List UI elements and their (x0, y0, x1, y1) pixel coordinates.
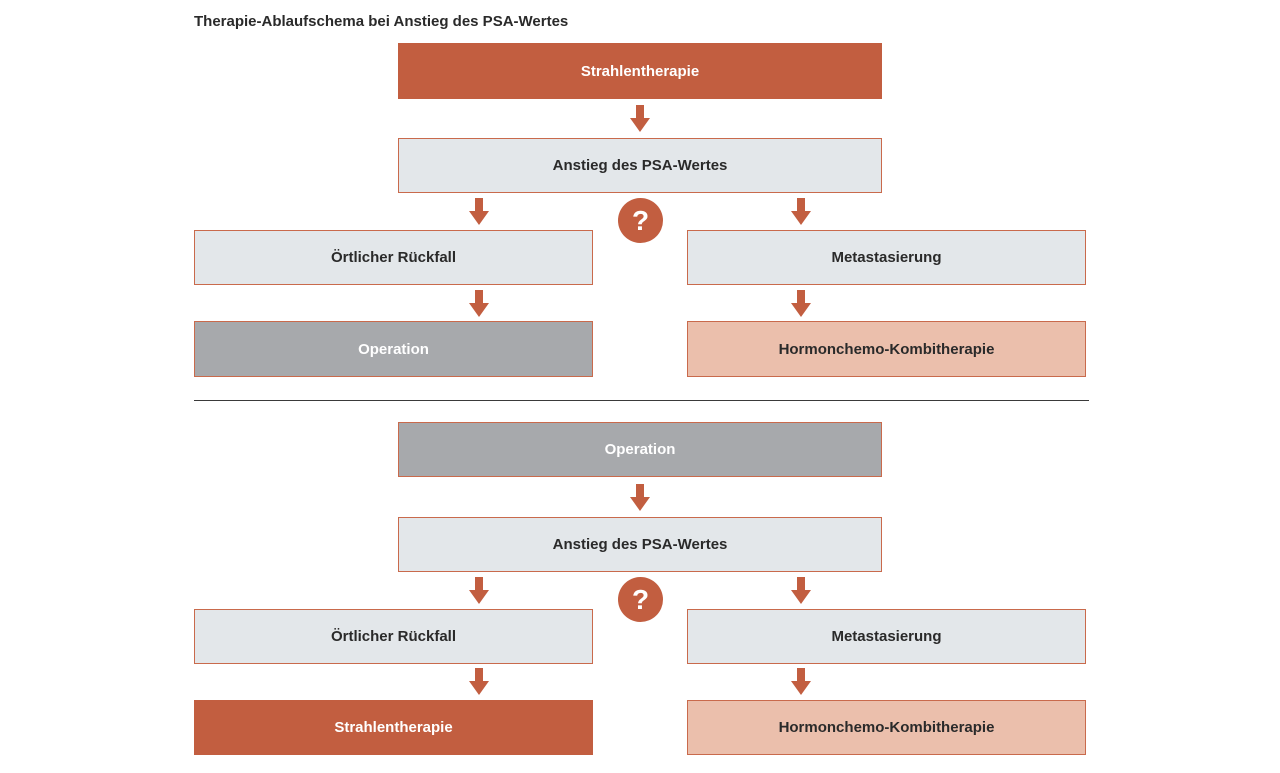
arrow-down-icon (469, 290, 489, 317)
bottom-start-box: Operation (398, 422, 882, 477)
bottom-right-therapy-box: Hormonchemo-Kombitherapie (687, 700, 1086, 755)
bottom-left-therapy-box: Strahlentherapie (194, 700, 593, 755)
bottom-event-box: Anstieg des PSA-Wertes (398, 517, 882, 572)
question-mark-icon: ? (618, 577, 663, 622)
arrow-down-icon (630, 105, 650, 132)
arrow-down-icon (469, 668, 489, 695)
arrow-down-icon (791, 577, 811, 604)
top-left-therapy-box: Operation (194, 321, 593, 377)
bottom-left-branch-box: Örtlicher Rückfall (194, 609, 593, 664)
top-start-box: Strahlentherapie (398, 43, 882, 99)
diagram-title: Therapie-Ablaufschema bei Anstieg des PS… (194, 13, 569, 30)
arrow-down-icon (630, 484, 650, 511)
section-divider (194, 400, 1089, 401)
arrow-down-icon (469, 198, 489, 225)
top-right-branch-box: Metastasierung (687, 230, 1086, 285)
top-left-branch-box: Örtlicher Rückfall (194, 230, 593, 285)
top-right-therapy-box: Hormonchemo-Kombitherapie (687, 321, 1086, 377)
arrow-down-icon (791, 290, 811, 317)
arrow-down-icon (791, 668, 811, 695)
top-event-box: Anstieg des PSA-Wertes (398, 138, 882, 193)
bottom-right-branch-box: Metastasierung (687, 609, 1086, 664)
arrow-down-icon (469, 577, 489, 604)
arrow-down-icon (791, 198, 811, 225)
question-mark-icon: ? (618, 198, 663, 243)
